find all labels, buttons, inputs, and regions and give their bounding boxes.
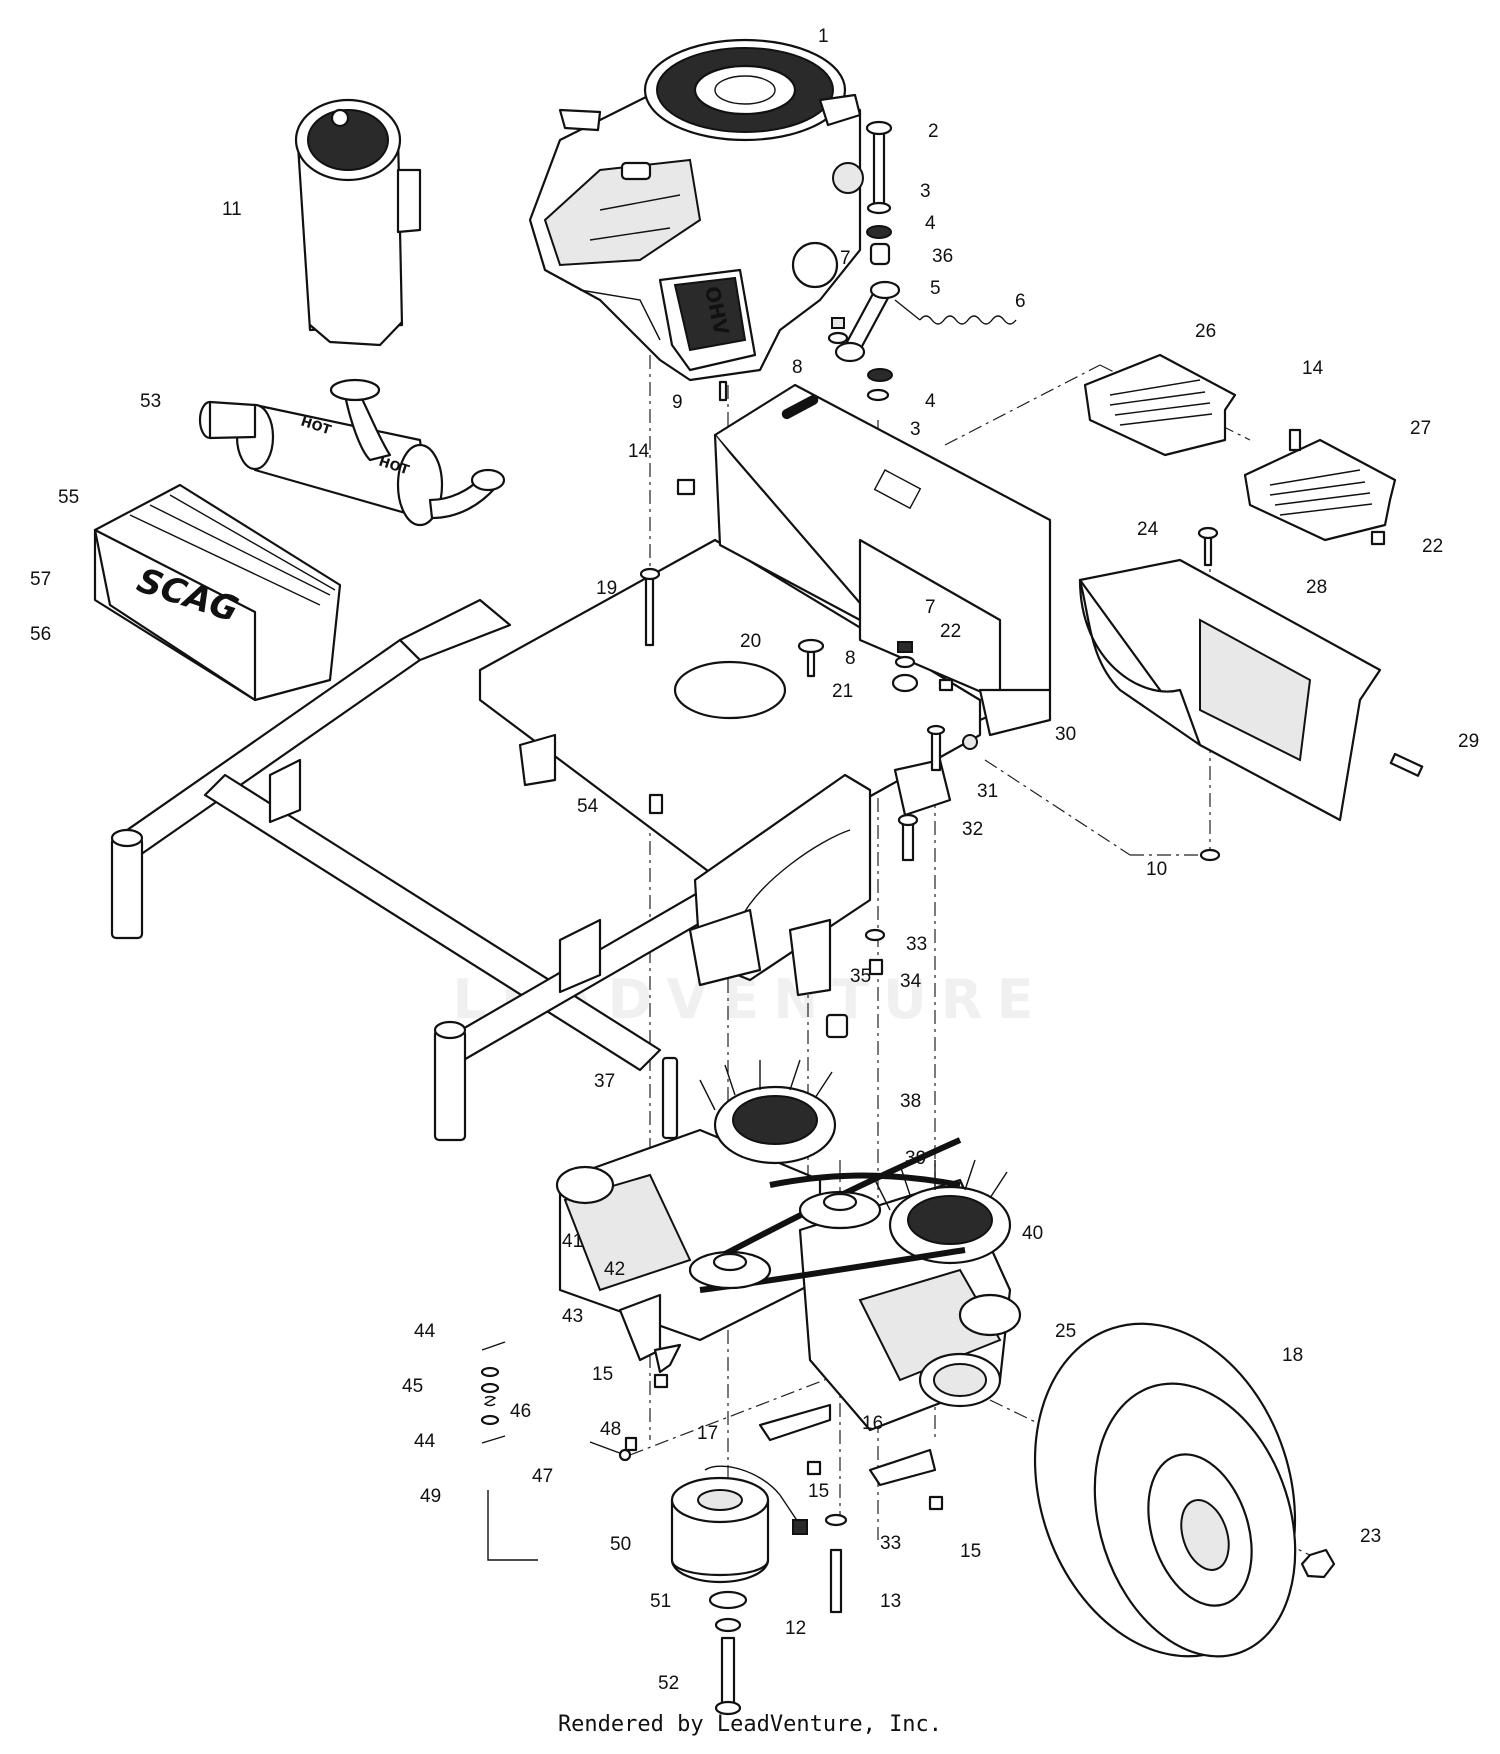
callout-32: 32 bbox=[962, 819, 983, 840]
callout-24: 24 bbox=[1137, 519, 1159, 540]
callout-52: 52 bbox=[658, 1673, 679, 1694]
callout-15: 15 bbox=[592, 1364, 613, 1385]
callout-45: 45 bbox=[402, 1376, 423, 1397]
muffler: HOT HOT bbox=[198, 378, 506, 527]
callout-54: 54 bbox=[577, 796, 599, 817]
callout-2: 2 bbox=[928, 121, 939, 142]
engine: OHV bbox=[528, 38, 864, 382]
callout-12: 12 bbox=[785, 1618, 806, 1639]
callout-10: 10 bbox=[1146, 859, 1167, 880]
callout-40: 40 bbox=[1022, 1223, 1043, 1244]
callout-15: 15 bbox=[960, 1541, 981, 1562]
callout-56: 56 bbox=[30, 624, 51, 645]
callout-6: 6 bbox=[1015, 291, 1026, 312]
callout-13: 13 bbox=[880, 1591, 901, 1612]
callout-8: 8 bbox=[792, 357, 803, 378]
grille-26 bbox=[1083, 353, 1237, 457]
callout-55: 55 bbox=[58, 487, 79, 508]
callout-3: 3 bbox=[920, 181, 931, 202]
pump-mount-bracket bbox=[688, 773, 872, 997]
callout-11: 11 bbox=[222, 199, 242, 220]
callout-3: 3 bbox=[910, 419, 921, 440]
callout-26: 26 bbox=[1195, 321, 1216, 342]
callout-44: 44 bbox=[414, 1431, 436, 1452]
muffler-heat-shield bbox=[294, 98, 422, 347]
transaxle-assembly bbox=[555, 1059, 1022, 1432]
rear-wheel bbox=[1033, 1322, 1336, 1658]
callout-29: 29 bbox=[1458, 731, 1479, 752]
callout-4: 4 bbox=[925, 213, 936, 234]
callout-33: 33 bbox=[906, 934, 927, 955]
callout-27: 27 bbox=[1410, 418, 1431, 439]
callout-7: 7 bbox=[925, 597, 936, 618]
belt-shield bbox=[1078, 526, 1424, 862]
callout-22: 22 bbox=[940, 621, 961, 642]
callout-36: 36 bbox=[932, 246, 953, 267]
callout-37: 37 bbox=[594, 1071, 615, 1092]
callout-20: 20 bbox=[740, 631, 761, 652]
callout-34: 34 bbox=[900, 971, 922, 992]
callout-1: 1 bbox=[818, 26, 829, 47]
callout-21: 21 bbox=[832, 681, 853, 702]
callout-38: 38 bbox=[900, 1091, 921, 1112]
callout-5: 5 bbox=[930, 278, 941, 299]
callout-44: 44 bbox=[414, 1321, 436, 1342]
callout-layer: 1234365678439261427115314555756192078222… bbox=[30, 26, 1479, 1694]
idler-arm-assembly bbox=[718, 120, 1017, 402]
callout-49: 49 bbox=[420, 1486, 441, 1507]
callout-23: 23 bbox=[1360, 1526, 1381, 1547]
callout-16: 16 bbox=[862, 1413, 883, 1434]
callout-33: 33 bbox=[880, 1533, 901, 1554]
chassis-deck bbox=[478, 383, 1052, 882]
callout-35: 35 bbox=[850, 966, 871, 987]
callout-31: 31 bbox=[977, 781, 998, 802]
callout-14: 14 bbox=[628, 441, 650, 462]
muffler-guard: SCAG bbox=[93, 483, 342, 702]
callout-4: 4 bbox=[925, 391, 936, 412]
grille-27 bbox=[1243, 428, 1397, 546]
callout-28: 28 bbox=[1306, 577, 1327, 598]
callout-14: 14 bbox=[1302, 358, 1324, 379]
callout-8: 8 bbox=[845, 648, 856, 669]
callout-47: 47 bbox=[532, 1466, 553, 1487]
main-frame bbox=[110, 598, 742, 1142]
pto-clutch-assembly bbox=[487, 1343, 944, 1716]
callout-53: 53 bbox=[140, 391, 161, 412]
callout-30: 30 bbox=[1055, 724, 1076, 745]
callout-22: 22 bbox=[1422, 536, 1443, 557]
callout-18: 18 bbox=[1282, 1345, 1303, 1366]
deck-hardware bbox=[639, 478, 978, 1140]
callout-46: 46 bbox=[510, 1401, 531, 1422]
callout-19: 19 bbox=[596, 578, 617, 599]
callout-48: 48 bbox=[600, 1419, 621, 1440]
callout-25: 25 bbox=[1055, 1321, 1076, 1342]
callout-51: 51 bbox=[650, 1591, 671, 1612]
linkage-hardware bbox=[480, 1341, 638, 1452]
callout-7: 7 bbox=[840, 248, 851, 269]
callout-50: 50 bbox=[610, 1534, 631, 1555]
callout-15: 15 bbox=[808, 1481, 829, 1502]
callout-42: 42 bbox=[604, 1259, 625, 1280]
callout-9: 9 bbox=[672, 392, 683, 413]
callout-41: 41 bbox=[562, 1231, 583, 1252]
callout-43: 43 bbox=[562, 1306, 583, 1327]
render-credit: Rendered by LeadVenture, Inc. bbox=[557, 1712, 943, 1737]
callout-39: 39 bbox=[905, 1148, 926, 1169]
callout-57: 57 bbox=[30, 569, 51, 590]
callout-17: 17 bbox=[697, 1423, 718, 1444]
